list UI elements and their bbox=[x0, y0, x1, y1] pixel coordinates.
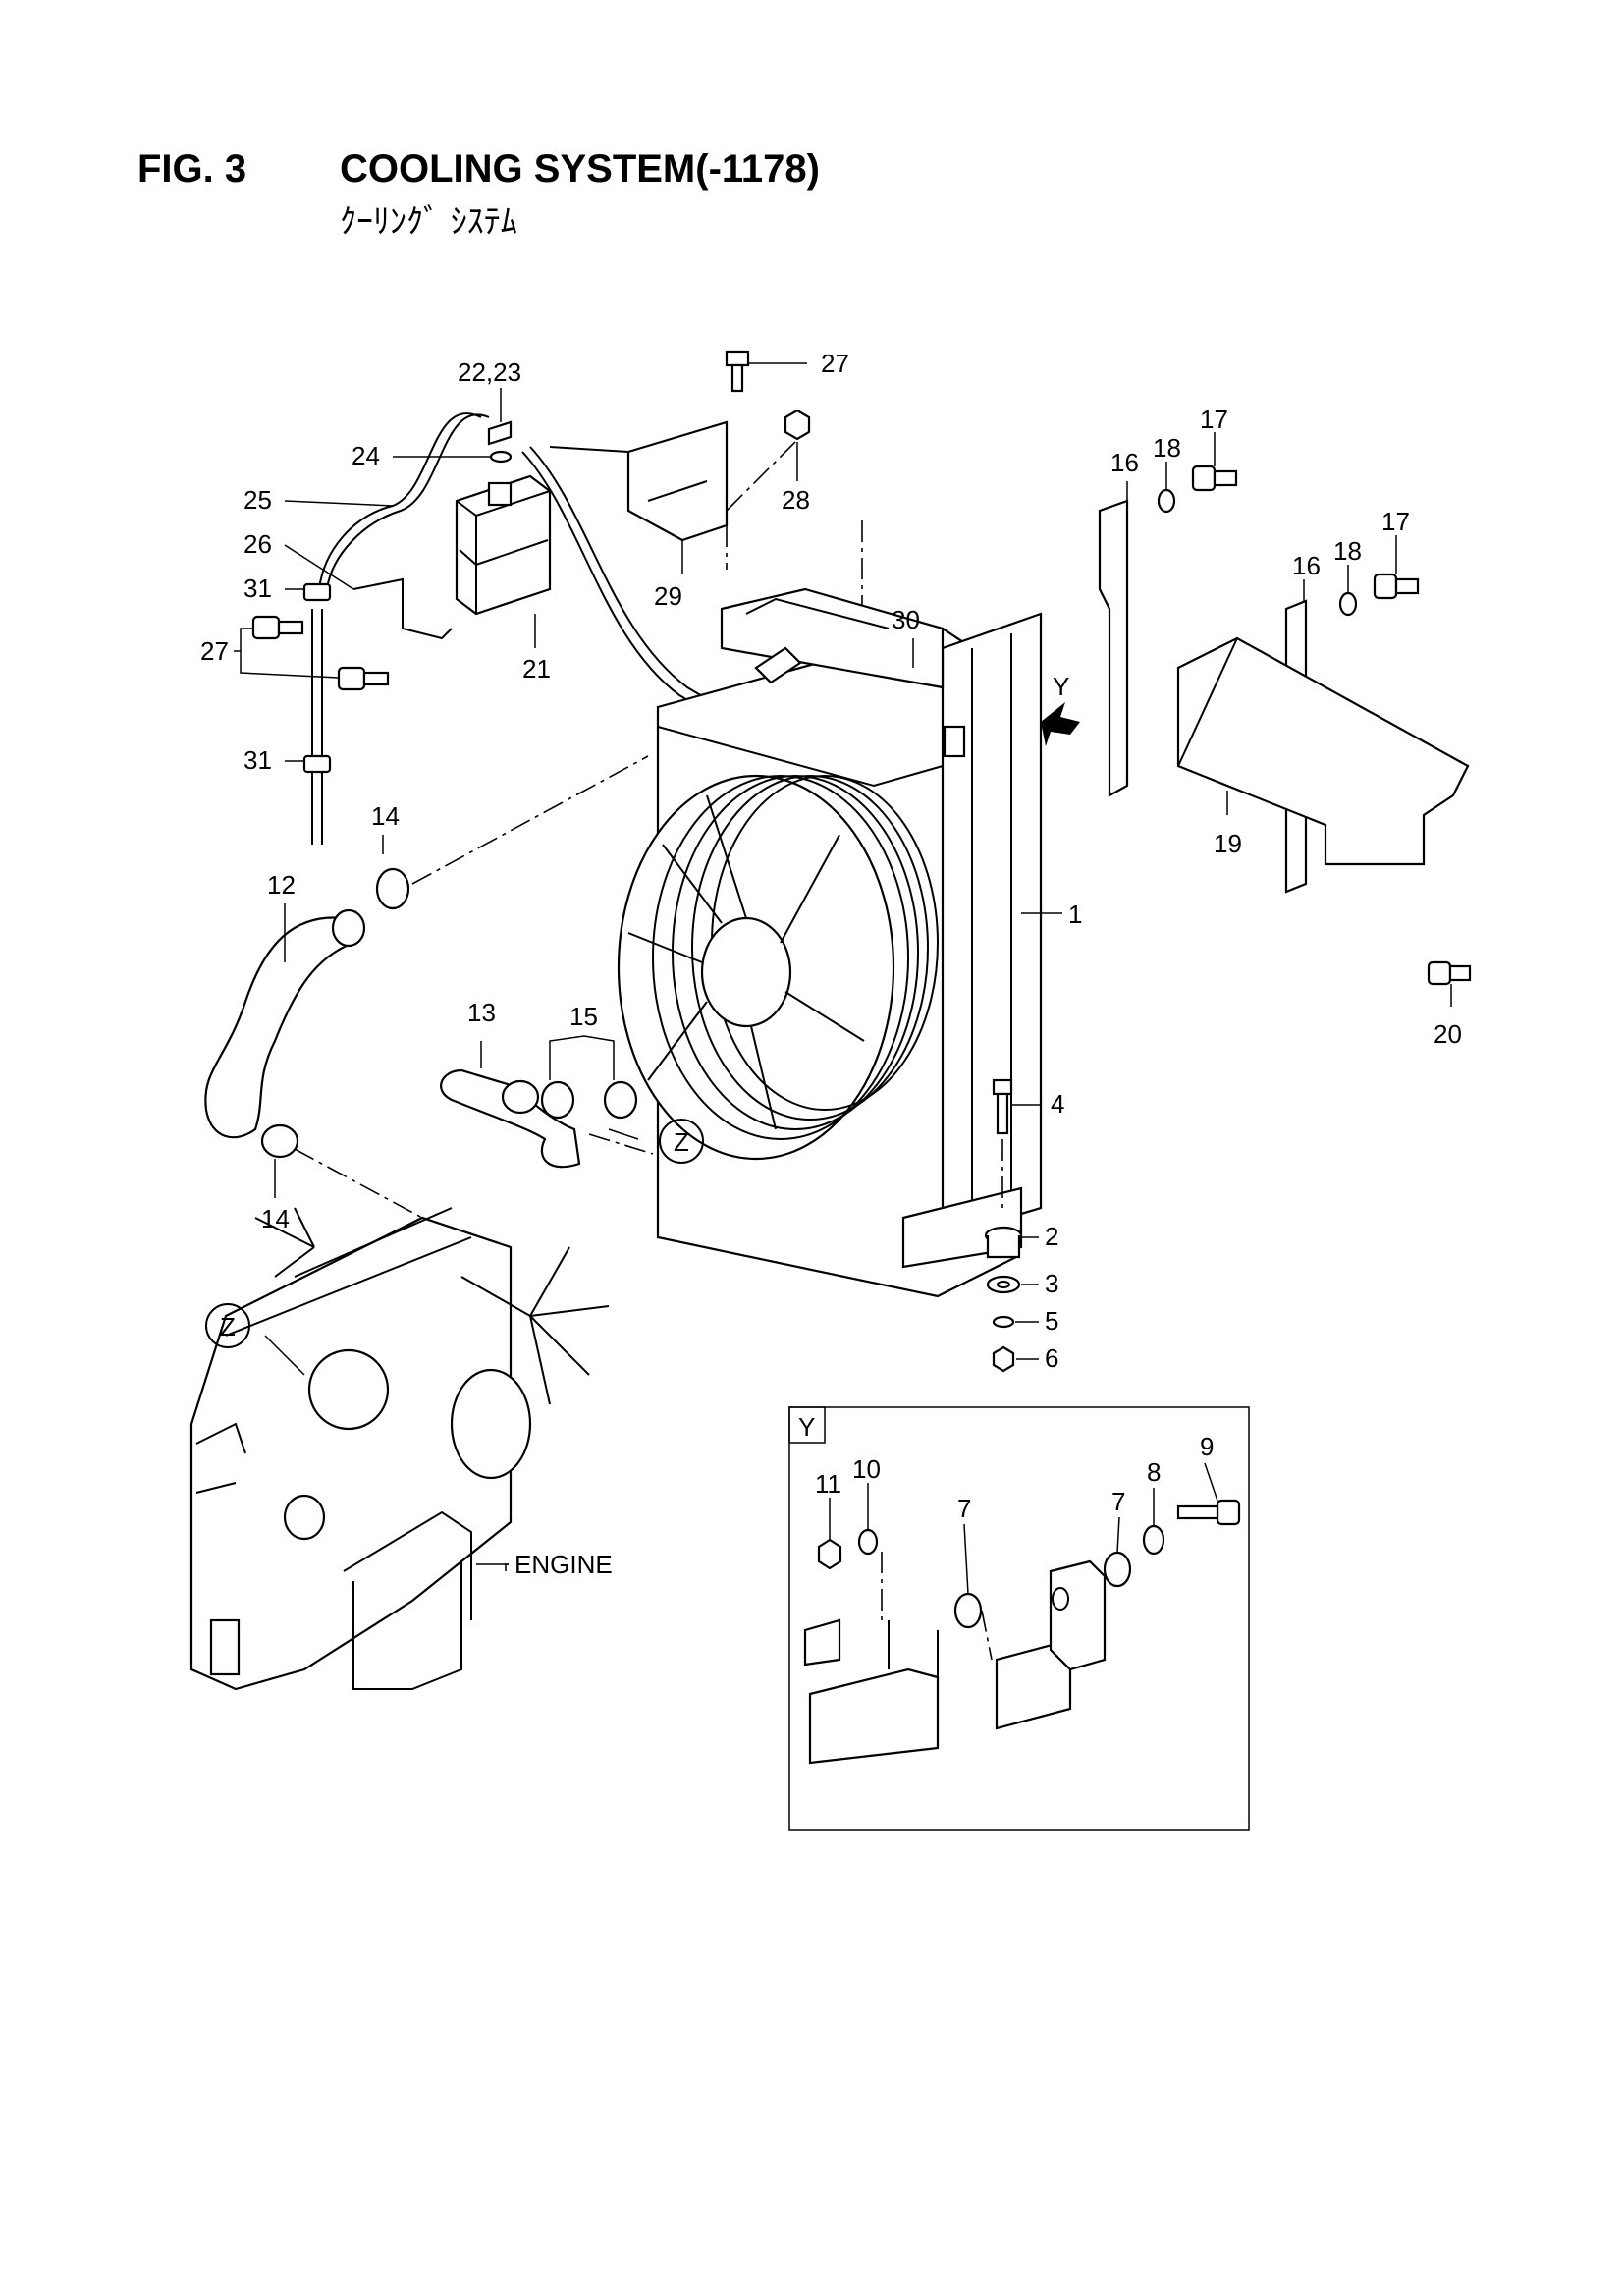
callout-24: 24 bbox=[352, 441, 380, 470]
callout-16-right: 16 bbox=[1292, 551, 1321, 580]
figure-subtitle: ｸｰﾘﾝｸﾞ ｼｽﾃﾑ bbox=[340, 202, 517, 242]
mounting-bracket bbox=[549, 420, 729, 542]
detail-view-y bbox=[788, 1406, 1250, 1831]
mount-washer bbox=[986, 1275, 1021, 1294]
cover-washer bbox=[1157, 488, 1358, 617]
cap bbox=[487, 420, 513, 446]
callout-4: 4 bbox=[1051, 1089, 1064, 1119]
upper-hose bbox=[204, 908, 366, 1139]
overflow-hose bbox=[318, 412, 482, 590]
view-z-marker-engine: Z bbox=[205, 1303, 250, 1348]
mount-spring-washer bbox=[992, 1315, 1015, 1329]
detail-washer bbox=[857, 1524, 1165, 1556]
callout-9: 9 bbox=[1200, 1432, 1214, 1461]
callout-14-upper: 14 bbox=[371, 801, 400, 831]
engine bbox=[189, 1207, 610, 1691]
callout-27-top: 27 bbox=[821, 349, 849, 378]
view-y-arrow-icon bbox=[1041, 702, 1080, 746]
side-cover-panel bbox=[1176, 636, 1470, 866]
callout-14-lower: 14 bbox=[261, 1204, 290, 1233]
callout-18-right: 18 bbox=[1333, 536, 1362, 566]
detail-nut bbox=[817, 1538, 842, 1570]
gasket bbox=[489, 450, 513, 464]
callout-20: 20 bbox=[1434, 1019, 1462, 1049]
callout-10: 10 bbox=[852, 1454, 881, 1484]
callout-11: 11 bbox=[815, 1469, 841, 1499]
callout-27-left: 27 bbox=[200, 636, 229, 666]
callout-13: 13 bbox=[467, 998, 496, 1027]
mount-nut bbox=[992, 1345, 1015, 1373]
callout-16-left: 16 bbox=[1110, 448, 1139, 477]
callout-z-engine: Z bbox=[220, 1312, 236, 1341]
callout-7-left: 7 bbox=[957, 1494, 971, 1523]
side-cover-left bbox=[1098, 499, 1129, 797]
callout-29: 29 bbox=[654, 581, 682, 611]
panel-bolt bbox=[1427, 960, 1472, 986]
tank-bracket bbox=[352, 577, 453, 640]
callout-25: 25 bbox=[243, 485, 272, 515]
callout-8: 8 bbox=[1147, 1457, 1161, 1487]
fan-shroud bbox=[617, 774, 939, 1161]
detail-y-label: Y bbox=[798, 1412, 815, 1442]
callout-21: 21 bbox=[522, 654, 551, 683]
callout-31-upper: 31 bbox=[243, 574, 272, 603]
callout-30: 30 bbox=[892, 605, 920, 634]
callout-6: 6 bbox=[1045, 1343, 1058, 1373]
mount-bolt bbox=[992, 1078, 1013, 1135]
callout-labels: 1 2 3 4 5 6 12 13 14 14 15 16 16 17 17 1… bbox=[200, 349, 1462, 1579]
reservoir-tank bbox=[455, 474, 552, 616]
detail-bolt bbox=[1176, 1499, 1241, 1526]
hose-clamp bbox=[260, 867, 638, 1159]
callout-17-left: 17 bbox=[1200, 405, 1228, 434]
bracket-bolt bbox=[725, 350, 750, 393]
view-z-marker-hose: Z bbox=[659, 1119, 704, 1164]
callout-17-right: 17 bbox=[1381, 507, 1410, 536]
hose-clip bbox=[302, 582, 332, 774]
figure-title: COOLING SYSTEM(-1178) bbox=[340, 147, 820, 191]
figure-number: FIG. 3 bbox=[137, 147, 247, 191]
callout-view-y: Y bbox=[1053, 672, 1069, 701]
rubber-mount bbox=[984, 1226, 1023, 1259]
callout-5: 5 bbox=[1045, 1306, 1058, 1336]
leader-lines bbox=[234, 362, 1452, 1595]
callout-1: 1 bbox=[1068, 900, 1082, 929]
callout-22-23: 22,23 bbox=[458, 357, 521, 387]
callout-28: 28 bbox=[782, 485, 810, 515]
callout-7-right: 7 bbox=[1111, 1487, 1125, 1516]
tank-bolt bbox=[251, 615, 390, 691]
callout-31-lower: 31 bbox=[243, 745, 272, 775]
callout-2: 2 bbox=[1045, 1222, 1058, 1251]
filler-pipe bbox=[754, 646, 802, 684]
bracket-nut bbox=[784, 409, 811, 441]
cover-bolt bbox=[1191, 465, 1420, 600]
callout-z-hose: Z bbox=[674, 1127, 689, 1157]
callout-18-left: 18 bbox=[1153, 433, 1181, 463]
callout-26: 26 bbox=[243, 529, 272, 559]
callout-15: 15 bbox=[569, 1002, 598, 1031]
callout-3: 3 bbox=[1045, 1269, 1058, 1298]
engine-label: ENGINE bbox=[514, 1550, 613, 1579]
callout-12: 12 bbox=[267, 870, 296, 900]
callout-19: 19 bbox=[1214, 829, 1242, 858]
